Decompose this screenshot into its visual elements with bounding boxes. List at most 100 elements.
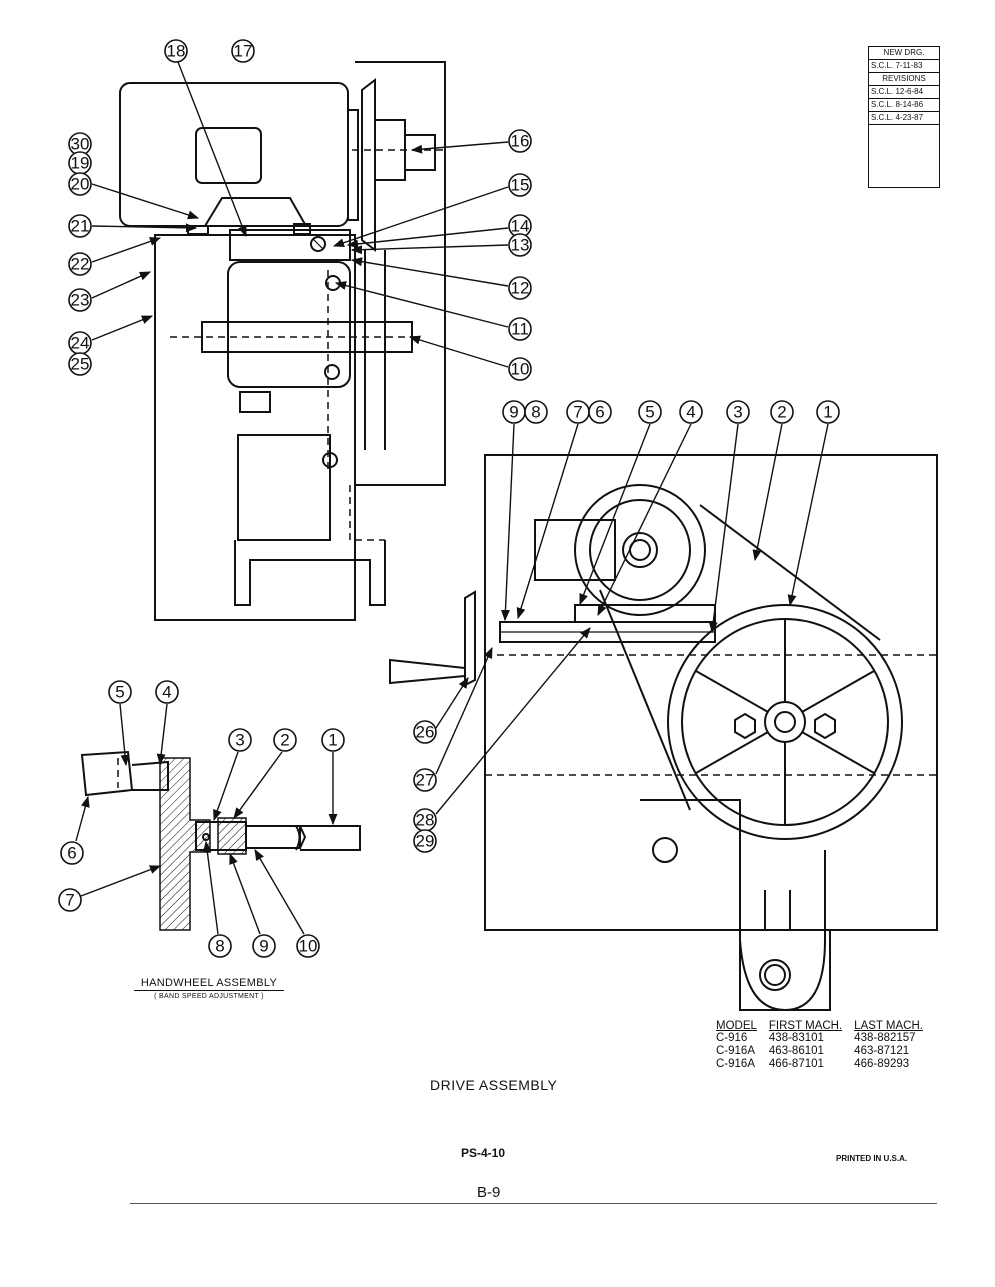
svg-text:26: 26: [416, 723, 435, 742]
callout-7-hw: 7: [58, 888, 82, 912]
svg-text:8: 8: [531, 403, 540, 422]
revision-entry: S.C.L. 12-6-84: [869, 86, 939, 99]
machine-frame: [154, 234, 356, 621]
motor-pulley-front: [574, 484, 706, 616]
handwheel-section: [159, 757, 211, 931]
svg-text:7: 7: [65, 891, 74, 910]
svg-text:29: 29: [416, 832, 435, 851]
svg-text:9: 9: [259, 937, 268, 956]
first-mach-cell: 466-87101: [768, 1058, 824, 1070]
revisions-label: REVISIONS: [869, 73, 939, 86]
callout-11: 11: [508, 317, 532, 341]
svg-text:12: 12: [511, 279, 530, 298]
callout-18: 18: [164, 39, 188, 63]
callout-8-hw: 8: [208, 934, 232, 958]
callout-15: 15: [508, 173, 532, 197]
callout-20: 20: [68, 172, 92, 196]
model-table: MODEL FIRST MACH. LAST MACH. C-916 438-8…: [716, 1020, 935, 1071]
front-view: [389, 454, 938, 1012]
table-row: C-916 438-83101 438-882157: [716, 1032, 935, 1045]
new-drg-label: NEW DRG.: [869, 47, 939, 60]
svg-text:23: 23: [71, 291, 90, 310]
callout-13: 13: [508, 233, 532, 257]
drawing-number: PS-4-10: [461, 1146, 506, 1160]
page-number: B-9: [477, 1184, 501, 1201]
callout-5-front: 5: [638, 400, 662, 424]
callout-24: 24: [68, 331, 92, 355]
model-header: MODEL: [716, 1020, 757, 1032]
svg-text:5: 5: [645, 403, 654, 422]
callout-30: 30: [68, 132, 92, 156]
first-mach-header: FIRST MACH.: [768, 1020, 843, 1032]
revision-block: NEW DRG. S.C.L. 7-11-83 REVISIONS S.C.L.…: [868, 46, 940, 188]
svg-text:4: 4: [686, 403, 695, 422]
callout-1-hw: 1: [321, 728, 345, 752]
svg-text:6: 6: [67, 844, 76, 863]
svg-text:14: 14: [511, 217, 530, 236]
svg-text:6: 6: [595, 403, 604, 422]
revision-entry: S.C.L. 4-23-87: [869, 112, 939, 125]
handwheel-leaders: [75, 703, 338, 935]
svg-text:3: 3: [235, 731, 244, 750]
svg-text:19: 19: [71, 154, 90, 173]
motor-window: [195, 127, 262, 184]
svg-text:2: 2: [777, 403, 786, 422]
front-view-leaders: [435, 423, 829, 815]
callout-9-hw: 9: [252, 934, 276, 958]
callout-9-front: 9: [502, 400, 526, 424]
callout-8-front: 8: [524, 400, 548, 424]
svg-text:27: 27: [416, 771, 435, 790]
svg-text:20: 20: [71, 175, 90, 194]
knob: [80, 750, 134, 797]
callout-12: 12: [508, 276, 532, 300]
svg-text:15: 15: [511, 176, 530, 195]
svg-text:9: 9: [509, 403, 518, 422]
model-cell: C-916: [716, 1032, 748, 1044]
svg-text:1: 1: [328, 731, 337, 750]
svg-text:5: 5: [115, 683, 124, 702]
callout-2-front: 2: [770, 400, 794, 424]
table-row: C-916A 466-87101 466-89293: [716, 1058, 935, 1071]
svg-text:25: 25: [71, 355, 90, 374]
callout-17: 17: [231, 39, 255, 63]
handwheel-title: HANDWHEEL ASSEMBLY: [134, 977, 284, 991]
svg-text:30: 30: [71, 135, 90, 154]
drawing-caption: DRIVE ASSEMBLY: [430, 1077, 558, 1093]
callout-10-hw: 10: [296, 934, 320, 958]
revision-blank: [869, 125, 939, 187]
callout-2-hw: 2: [273, 728, 297, 752]
svg-text:21: 21: [71, 217, 90, 236]
callout-3-hw: 3: [228, 728, 252, 752]
revision-entry: S.C.L. 8-14-86: [869, 99, 939, 112]
callout-26: 26: [413, 720, 437, 744]
last-mach-cell: 438-882157: [854, 1032, 916, 1044]
callout-25: 25: [68, 352, 92, 376]
belt-guard: [355, 61, 446, 486]
side-view: [119, 61, 446, 621]
callout-6-front: 6: [588, 400, 612, 424]
svg-text:10: 10: [299, 937, 318, 956]
footer-rule: [130, 1203, 937, 1204]
new-drg-value: S.C.L. 7-11-83: [869, 60, 939, 73]
last-mach-header: LAST MACH.: [854, 1020, 923, 1032]
shaft: [300, 825, 361, 851]
last-mach-cell: 463-87121: [854, 1045, 910, 1057]
drive-wheel: [667, 604, 903, 840]
callout-23: 23: [68, 288, 92, 312]
printed-note: PRINTED IN U.S.A.: [836, 1154, 908, 1163]
callout-28: 28: [413, 808, 437, 832]
svg-text:17: 17: [234, 42, 253, 61]
svg-text:16: 16: [511, 132, 530, 151]
callout-19: 19: [68, 151, 92, 175]
front-frame: [484, 454, 938, 931]
first-mach-cell: 438-83101: [768, 1032, 824, 1044]
callout-4-hw: 4: [155, 680, 179, 704]
svg-text:2: 2: [280, 731, 289, 750]
drive-belt-upper: [699, 504, 881, 641]
bottom-mount: [739, 929, 831, 1011]
svg-text:24: 24: [71, 334, 90, 353]
svg-text:13: 13: [511, 236, 530, 255]
svg-text:3: 3: [733, 403, 742, 422]
svg-text:10: 10: [511, 360, 530, 379]
